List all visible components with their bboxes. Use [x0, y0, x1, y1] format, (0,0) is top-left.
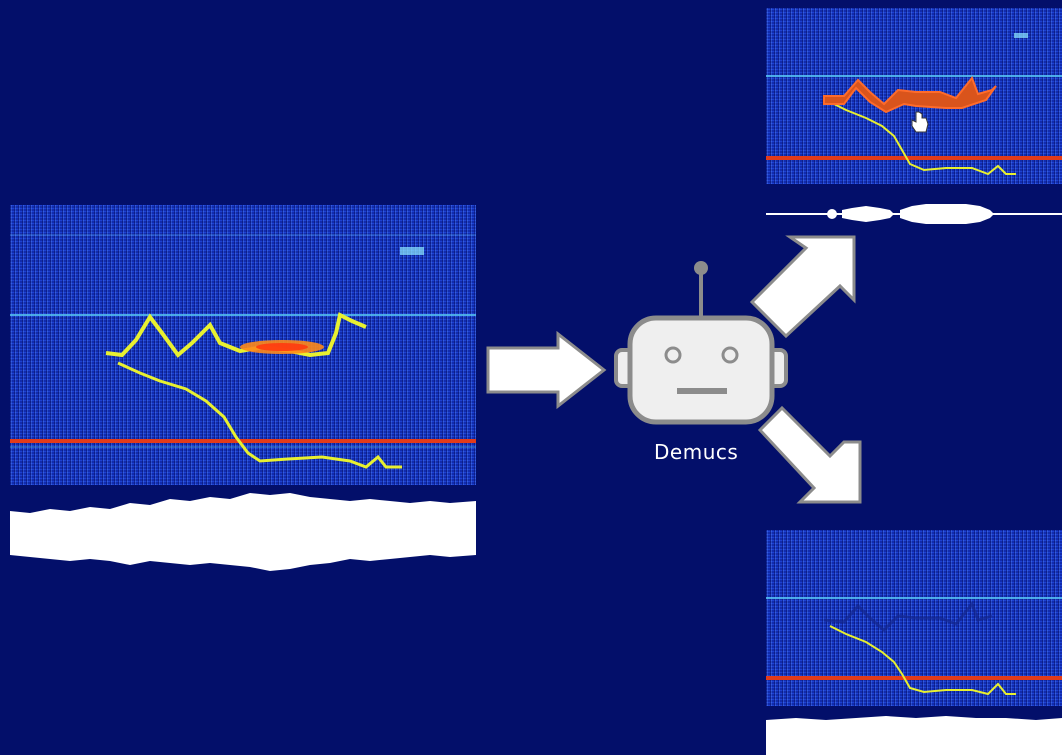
accompaniment-waveform	[766, 714, 1062, 755]
vocal-trace-highlight	[823, 76, 997, 114]
accompaniment-output-panel	[766, 530, 1062, 755]
vocal-trace	[105, 312, 367, 358]
vocals-waveform	[766, 188, 1062, 242]
vocals-spectrogram	[766, 8, 1062, 184]
input-waveform	[10, 489, 476, 575]
arrow-up-right-icon	[749, 235, 856, 339]
vocals-output-panel	[766, 8, 1062, 242]
arrow-down-right-icon	[757, 405, 862, 504]
accompaniment-trace	[117, 361, 402, 469]
hand-pointer-icon	[911, 111, 929, 133]
accompaniment-trace	[829, 625, 1016, 696]
model-label: Demucs	[654, 440, 739, 464]
accompaniment-trace	[829, 101, 1016, 176]
input-panel	[10, 205, 476, 575]
input-spectrogram	[10, 205, 476, 485]
accompaniment-spectrogram	[766, 530, 1062, 706]
